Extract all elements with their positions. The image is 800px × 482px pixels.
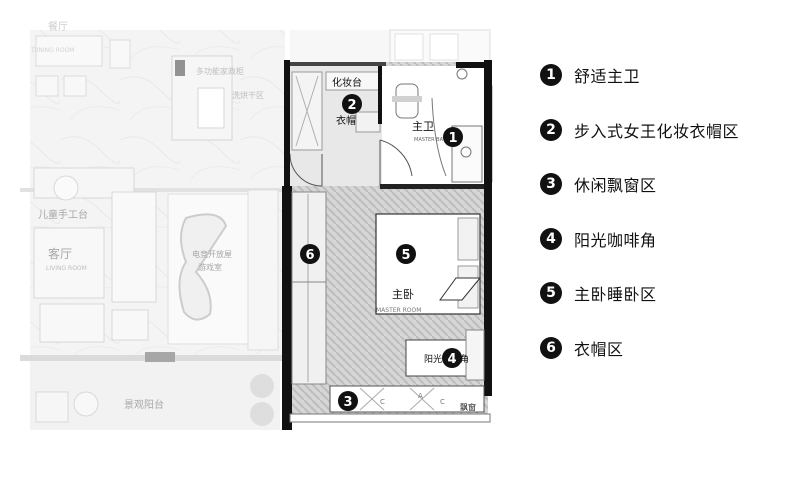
marker-4: 4 <box>442 348 462 368</box>
marker-5-number: 5 <box>401 248 410 263</box>
multi-cabinet-label: 多功能家政柜 <box>196 66 244 76</box>
master-bath-en-label: MASTER BATH <box>414 137 450 143</box>
legend-number-1: 1 <box>540 64 562 86</box>
marker-4-number: 4 <box>447 352 456 367</box>
marker-2: 2 <box>342 94 362 114</box>
legend-number-3: 3 <box>540 173 562 195</box>
living-en-label: LIVING ROOM <box>46 265 87 272</box>
master-bed-label: 主卧 <box>392 288 414 301</box>
legend-label-4: 阳光咖啡角 <box>574 230 657 250</box>
legend-item-1: 1 舒适主卫 <box>540 62 790 88</box>
cabinet-letter-2: A <box>418 392 423 400</box>
marker-6-number: 6 <box>305 248 314 263</box>
legend-item-5: 5 主卧睡卧区 <box>540 280 790 306</box>
legend-number-5: 5 <box>540 282 562 304</box>
master-bath-label: 主卫 <box>412 120 434 133</box>
game-room-label: 电竞开放屋 <box>192 249 232 259</box>
kids-table-label: 儿童手工台 <box>38 208 88 221</box>
game-room-label-2: 游戏室 <box>198 262 222 272</box>
marker-6: 6 <box>300 244 320 264</box>
marker-5: 5 <box>396 244 416 264</box>
balcony-label: 景观阳台 <box>124 398 164 411</box>
legend-item-4: 4 阳光咖啡角 <box>540 226 790 252</box>
legend-number-6: 6 <box>540 336 562 359</box>
floor-plan: 餐厅 DINING ROOM 多功能家政柜 洗烘干区 儿童手工台 客厅 LIVI… <box>20 20 493 430</box>
wardrobe-label: 衣帽 <box>336 114 356 127</box>
legend-label-2: 步入式女王化妆衣帽区 <box>574 121 740 141</box>
marker-2-number: 2 <box>347 98 356 113</box>
legend: 1 舒适主卫 2 步入式女王化妆衣帽区 3 休闲飘窗区 4 阳光咖啡角 5 主卧… <box>540 62 790 389</box>
dining-en-label: DINING ROOM <box>32 47 74 54</box>
legend-label-3: 休闲飘窗区 <box>574 176 657 195</box>
bay-window-label: 飘窗 <box>460 402 476 412</box>
plan-markers: 1 2 3 4 5 6 <box>300 94 463 411</box>
legend-item-2: 2 步入式女王化妆衣帽区 <box>540 117 790 143</box>
living-area: 餐厅 DINING ROOM 多功能家政柜 洗烘干区 儿童手工台 客厅 LIVI… <box>20 20 285 430</box>
legend-number-2: 2 <box>540 118 562 141</box>
cabinet-letter-3: C <box>440 398 445 406</box>
dining-label: 餐厅 <box>48 20 68 33</box>
marker-3-number: 3 <box>343 395 352 410</box>
marker-1-number: 1 <box>448 131 457 146</box>
legend-number-4: 4 <box>540 227 562 250</box>
legend-item-6: 6 衣帽区 <box>540 335 790 361</box>
legend-item-3: 3 休闲飘窗区 <box>540 171 790 197</box>
marker-1: 1 <box>443 127 463 147</box>
marker-3: 3 <box>338 391 358 411</box>
wash-dry-label: 洗烘干区 <box>232 90 264 100</box>
cabinet-letter-1: C <box>380 398 385 406</box>
legend-label-6: 衣帽区 <box>574 339 624 359</box>
master-bed-en-label: MASTER ROOM <box>376 307 421 314</box>
living-label: 客厅 <box>48 246 72 261</box>
legend-label-1: 舒适主卫 <box>574 67 641 86</box>
vanity-label: 化妆台 <box>332 76 362 89</box>
legend-label-5: 主卧睡卧区 <box>574 285 657 304</box>
